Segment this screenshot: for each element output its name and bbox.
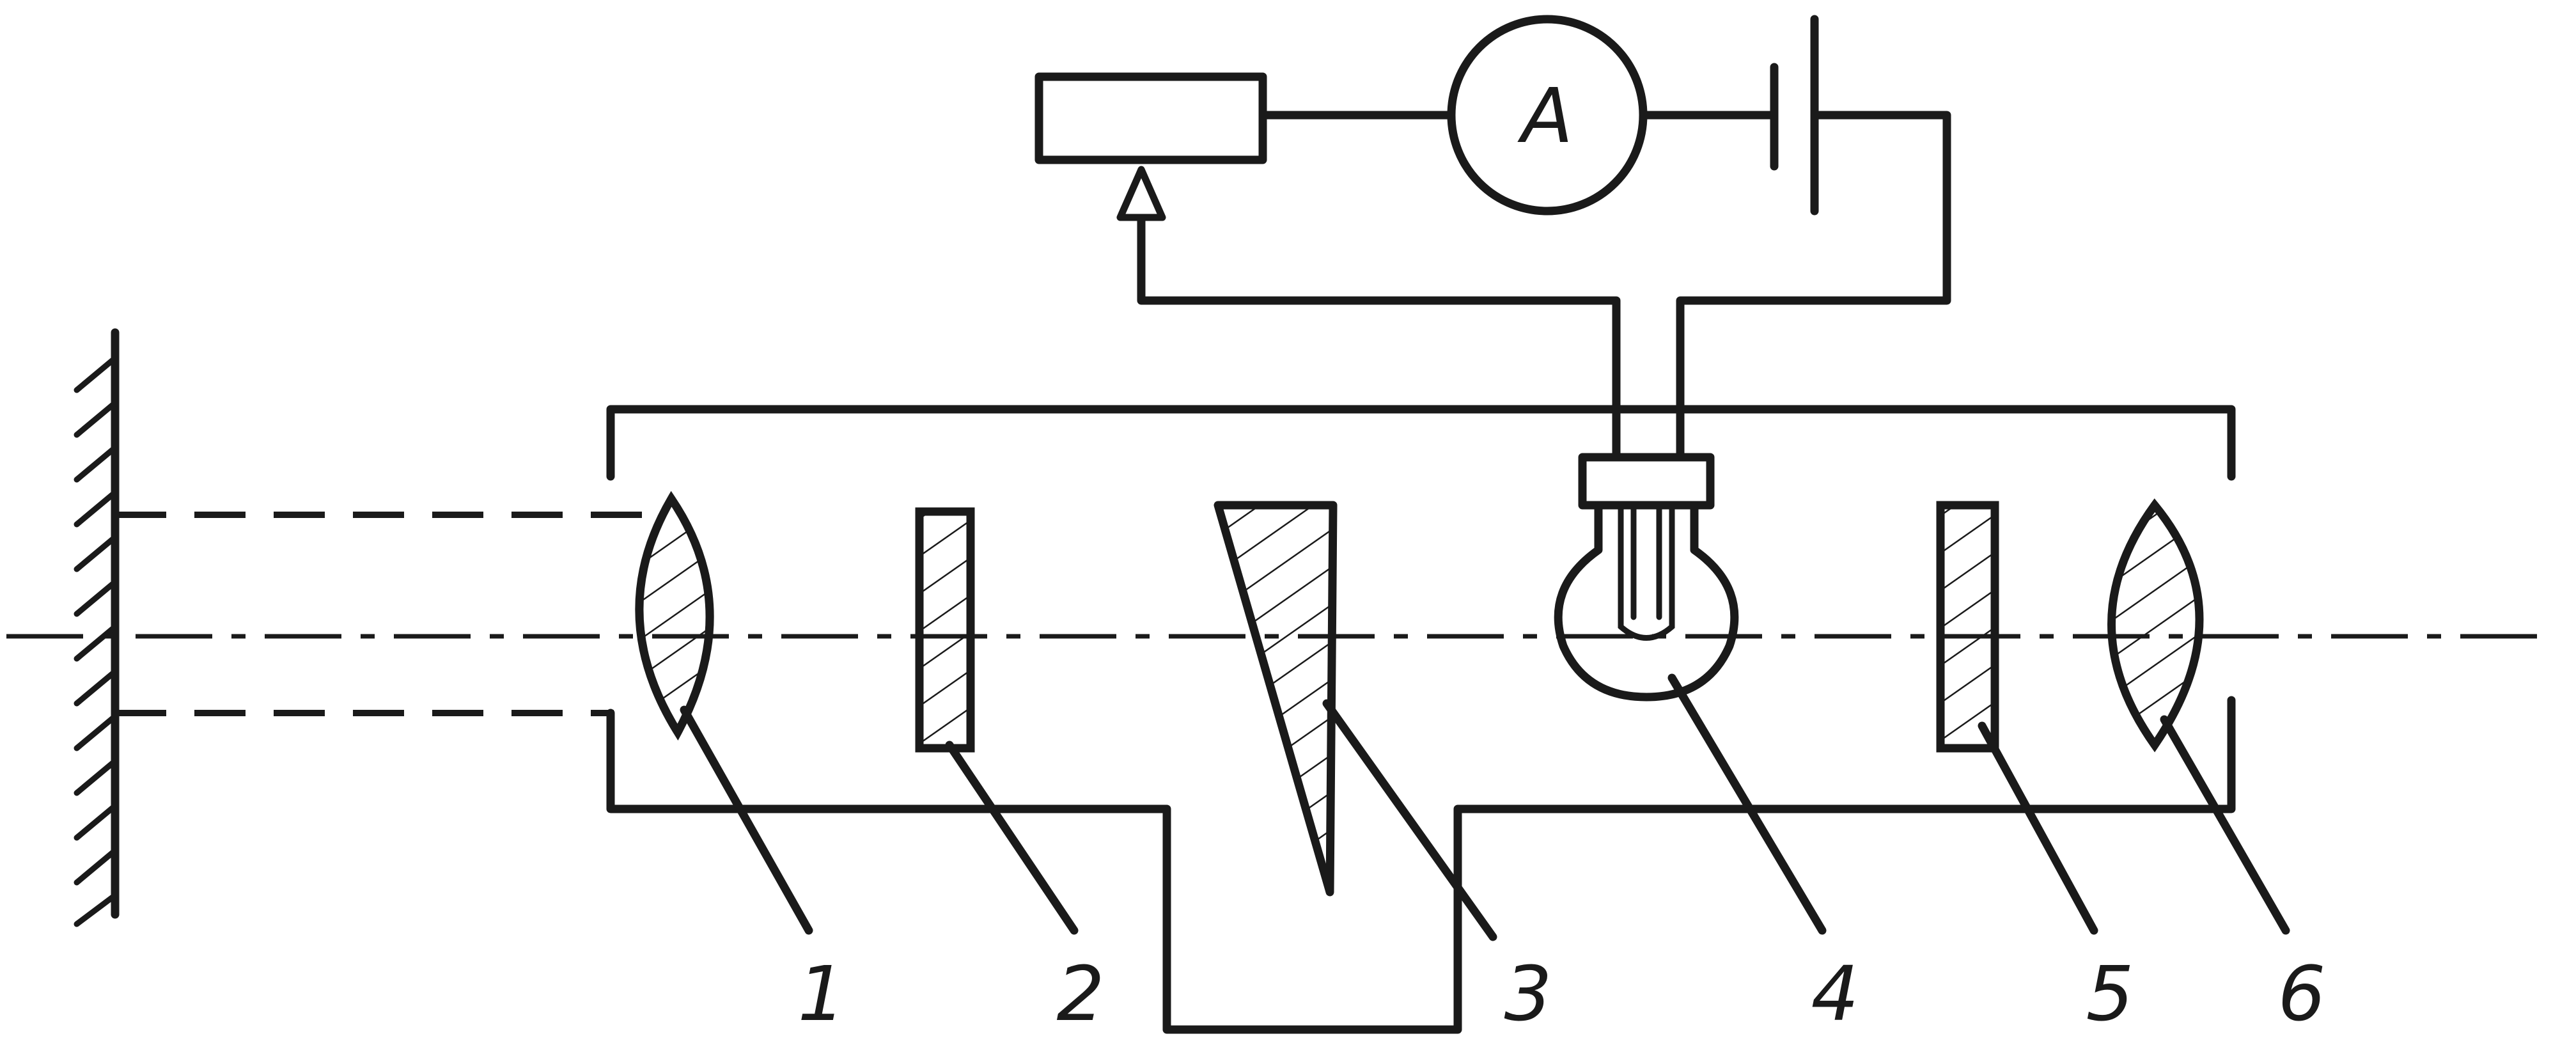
rheostat	[1034, 72, 1267, 164]
ammeter-symbol: A	[1517, 72, 1573, 160]
component-labels: 1 2 3 4 5 6	[797, 950, 2325, 1038]
glass-plate-5	[1936, 501, 1999, 753]
label-5: 5	[2086, 950, 2134, 1038]
leader-lines	[680, 673, 2290, 941]
optical-wedge-3	[1214, 501, 1338, 897]
battery	[1770, 15, 1819, 216]
label-3: 3	[1504, 950, 1552, 1038]
rheostat-slider-arrow	[1116, 166, 1166, 221]
glass-plate-2	[915, 507, 975, 753]
device-housing	[606, 405, 2236, 1034]
electric-circuit: A	[1034, 15, 1951, 462]
lamp-4	[1554, 453, 1739, 702]
label-1: 1	[797, 950, 845, 1038]
label-2: 2	[1056, 950, 1104, 1038]
light-beam	[115, 512, 646, 716]
label-6: 6	[2277, 950, 2325, 1038]
label-4: 4	[1811, 950, 1859, 1038]
reflecting-wall	[74, 328, 120, 927]
lens-1	[635, 490, 714, 741]
lens-6	[2107, 498, 2204, 753]
